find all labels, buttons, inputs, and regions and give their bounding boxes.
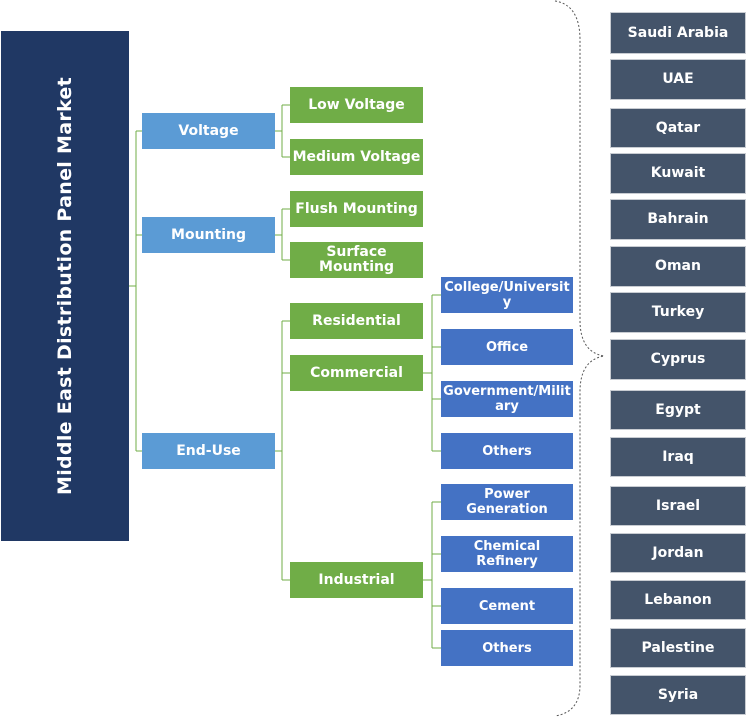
country-lebanon: Lebanon	[610, 580, 746, 620]
country-syria: Syria	[610, 675, 746, 715]
industrial-power-generation: Power Generation	[441, 484, 573, 520]
country-egypt: Egypt	[610, 390, 746, 430]
segment-end-use: End-Use	[142, 433, 275, 469]
commercial-college-university: College/University	[441, 277, 573, 313]
country-jordan: Jordan	[610, 533, 746, 573]
end-use-commercial: Commercial	[290, 355, 423, 391]
country-kuwait: Kuwait	[610, 153, 746, 194]
market-title-bar	[1, 31, 129, 541]
country-bahrain: Bahrain	[610, 199, 746, 240]
mounting-flush: Flush Mounting	[290, 191, 423, 227]
segment-voltage: Voltage	[142, 113, 275, 149]
country-cyprus: Cyprus	[610, 339, 746, 380]
country-qatar: Qatar	[610, 108, 746, 148]
country-oman: Oman	[610, 246, 746, 287]
country-israel: Israel	[610, 486, 746, 526]
segment-mounting: Mounting	[142, 217, 275, 253]
industrial-cement: Cement	[441, 588, 573, 624]
commercial-government-military: Government/Military	[441, 381, 573, 417]
commercial-others: Others	[441, 433, 573, 469]
country-palestine: Palestine	[610, 628, 746, 668]
country-turkey: Turkey	[610, 292, 746, 333]
country-uae: UAE	[610, 59, 746, 100]
country-iraq: Iraq	[610, 437, 746, 477]
industrial-chemical-refinery: Chemical Refinery	[441, 536, 573, 572]
end-use-industrial: Industrial	[290, 562, 423, 598]
industrial-others: Others	[441, 630, 573, 666]
voltage-low: Low Voltage	[290, 87, 423, 123]
voltage-medium: Medium Voltage	[290, 139, 423, 175]
end-use-residential: Residential	[290, 303, 423, 339]
country-saudi-arabia: Saudi Arabia	[610, 12, 746, 54]
commercial-office: Office	[441, 329, 573, 365]
market-title: Middle East Distribution Panel Market	[54, 77, 76, 495]
mounting-surface: Surface Mounting	[290, 242, 423, 278]
